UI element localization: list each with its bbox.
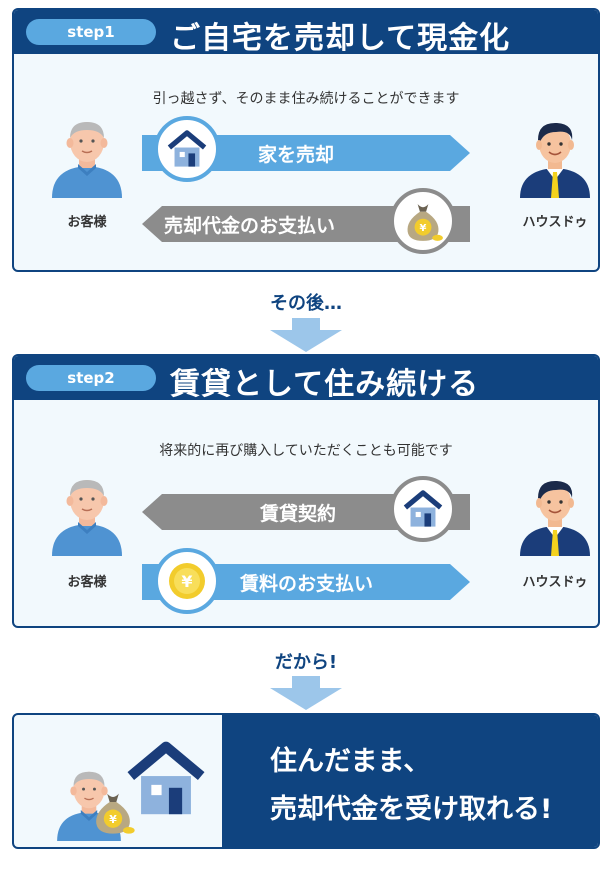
step1-card: step1 ご自宅を売却して現金化 引っ越さず、そのまま住み続けることができます…	[12, 8, 600, 272]
businessman-avatar-icon	[510, 476, 600, 556]
result-message-panel: 住んだまま、 売却代金を受け取れる!	[222, 715, 598, 847]
house-icon	[165, 128, 209, 170]
coin-icon	[167, 561, 207, 601]
result-line-1: 住んだまま、	[270, 746, 431, 777]
money-bag-circle	[390, 188, 456, 254]
transition-text-1: その後…	[270, 293, 342, 314]
rent-payment-arrow	[142, 564, 470, 600]
sell-house-label: 家を売却	[258, 144, 335, 166]
step2-subtitle: 将来的に再び購入していただくことも可能です	[159, 443, 453, 459]
company-label: ハウスドゥ	[522, 575, 588, 590]
lease-contract-arrow	[142, 494, 470, 530]
businessman-avatar-icon	[510, 118, 600, 198]
customer-label: お客様	[67, 575, 107, 590]
company-label: ハウスドゥ	[522, 215, 588, 230]
down-arrow-2	[270, 676, 342, 710]
rent-payment-label: 賃料のお支払い	[240, 573, 374, 595]
down-arrow-1	[270, 318, 342, 352]
money-bag-icon	[400, 198, 446, 244]
step2-title: 賃貸として住み続ける	[170, 367, 480, 402]
step1-subtitle: 引っ越さず、そのまま住み続けることができます	[152, 91, 460, 107]
step1-header: step1 ご自宅を売却して現金化	[14, 10, 598, 56]
payment-arrow	[142, 206, 470, 242]
house-icon	[401, 488, 445, 530]
payment-label: 売却代金のお支払い	[164, 215, 336, 237]
customer-label: お客様	[67, 215, 107, 230]
coin-circle	[154, 548, 220, 614]
money-bag-icon	[88, 787, 138, 837]
step1-badge: step1	[26, 19, 156, 45]
house-circle	[154, 116, 220, 182]
lease-contract-label: 賃貸契約	[260, 503, 337, 525]
customer-avatar-icon	[42, 476, 132, 556]
result-banner: 住んだまま、 売却代金を受け取れる!	[12, 713, 600, 849]
result-line-2: 売却代金を受け取れる!	[270, 794, 553, 825]
step2-header: step2 賃貸として住み続ける	[14, 356, 598, 402]
transition-text-2: だから!	[274, 652, 338, 673]
sell-house-arrow	[142, 135, 470, 171]
customer-avatar-icon	[42, 118, 132, 198]
step1-title: ご自宅を売却して現金化	[170, 21, 511, 56]
step2-card: step2 賃貸として住み続ける 将来的に再び購入していただくことも可能です お…	[12, 354, 600, 628]
step2-badge: step2	[26, 365, 156, 391]
house-circle	[390, 476, 456, 542]
